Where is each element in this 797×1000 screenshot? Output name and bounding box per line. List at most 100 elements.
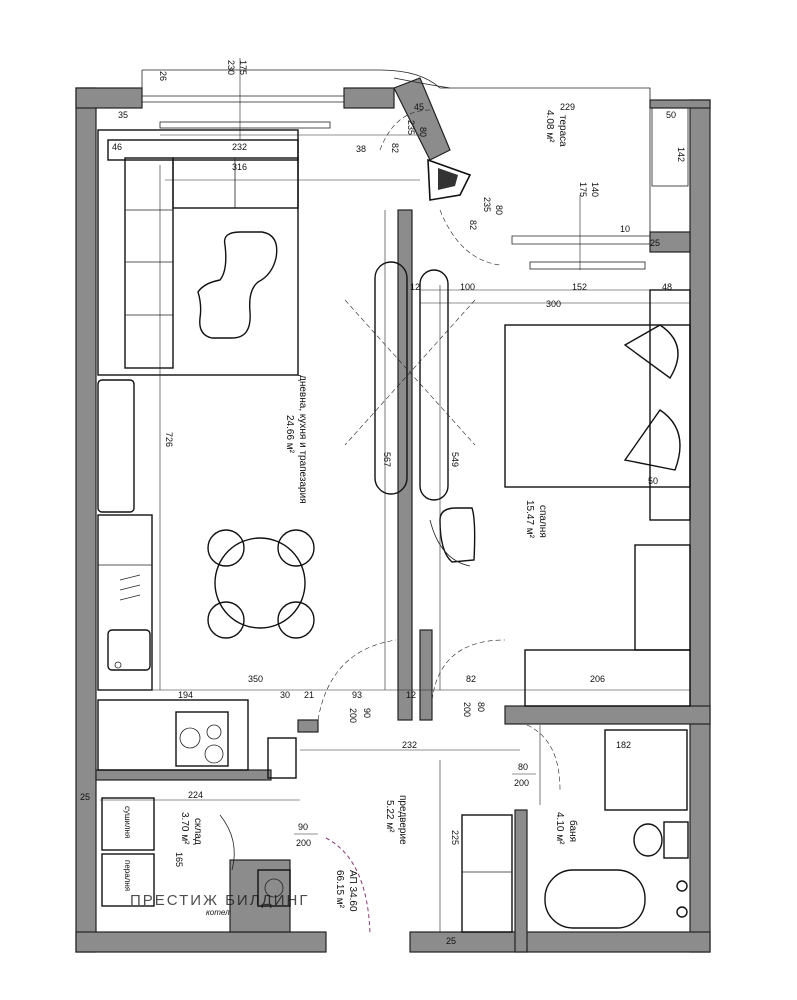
terrace-door-leaf <box>427 158 472 201</box>
bedroom-name: спалня <box>537 505 548 538</box>
dim-82a: 82 <box>390 143 400 153</box>
wall-living-bedroom <box>397 209 413 721</box>
dimension-texts: 230 175 26 45 229 50 35 232 46 316 38 82… <box>80 60 686 946</box>
terrace-unit <box>651 107 689 187</box>
storage-door-swing <box>219 814 235 871</box>
wall-bay-corner <box>393 77 451 161</box>
dryer-label: сушилня <box>123 806 132 838</box>
dining-chair-2 <box>277 529 315 567</box>
window-sill-east <box>511 235 651 245</box>
bed <box>504 324 691 488</box>
hall-name: предверие <box>397 795 408 845</box>
walls <box>75 77 711 953</box>
bath-name: баня <box>567 820 579 842</box>
dim-140: 140 <box>590 182 600 197</box>
dim-300: 300 <box>546 299 561 309</box>
dim-12b: 12 <box>406 690 416 700</box>
dim-152: 152 <box>572 282 587 292</box>
living-furniture <box>97 129 476 691</box>
door-terrace-swing-1 <box>379 109 431 151</box>
dining-chair-3 <box>207 601 245 639</box>
dim-232a: 232 <box>232 142 247 152</box>
hall-wardrobe <box>461 814 513 933</box>
dim-80d: 80 <box>518 762 528 772</box>
apartment-area: 66.15 м² <box>334 870 345 909</box>
wall-north-mid <box>343 87 395 109</box>
windows <box>141 69 689 270</box>
panel-diag-2 <box>344 299 476 446</box>
wall-south-left <box>75 931 327 953</box>
washer-label: пералня <box>123 860 132 891</box>
terrace-name: тераса <box>557 115 568 147</box>
dim-350: 350 <box>248 674 263 684</box>
dim-549: 549 <box>450 452 460 467</box>
dim-48: 48 <box>662 282 672 292</box>
apartment-id: АП 34.60 <box>347 870 358 912</box>
dim-235a: 235 <box>406 120 416 135</box>
wall-south-right <box>409 931 711 953</box>
dim-235b: 235 <box>482 197 492 212</box>
sofa-seat-left <box>124 157 174 369</box>
dim-567: 567 <box>382 452 392 467</box>
dim-10a: 10 <box>620 224 630 234</box>
dim-90a: 90 <box>362 708 372 718</box>
doors <box>317 109 561 936</box>
kitchen-lower-counter <box>97 699 249 771</box>
washer-box <box>101 853 155 907</box>
dim-93: 93 <box>352 690 362 700</box>
dim-25c: 25 <box>446 936 456 946</box>
dim-45: 45 <box>414 102 424 112</box>
dim-182: 182 <box>616 740 631 750</box>
coffee-table <box>197 231 278 339</box>
terrace-curve <box>393 77 451 89</box>
living-room-area: 24.66 м² <box>284 415 295 454</box>
wall-north-left <box>75 87 143 109</box>
dim-90b: 90 <box>298 822 308 832</box>
boiler-label: котел <box>206 908 230 917</box>
dish-rack <box>119 574 141 601</box>
dim-142: 142 <box>676 147 686 162</box>
dining-table <box>214 537 306 629</box>
sliding-panel-left <box>374 261 408 495</box>
dim-30: 30 <box>280 690 290 700</box>
door-bath-swing <box>526 724 561 791</box>
wardrobe <box>634 544 691 651</box>
kitchen-counter <box>97 514 153 691</box>
burner-2 <box>206 724 222 740</box>
dim-165: 165 <box>174 852 184 867</box>
pillow-2 <box>623 409 681 471</box>
room-labels: дневна, кухня и трапезария 24.66 м² спал… <box>123 110 579 917</box>
cooktop <box>175 711 229 767</box>
wall-west <box>75 87 97 953</box>
door-bedroom-swing <box>431 639 506 701</box>
sink-drain <box>114 661 122 669</box>
dim-25b: 25 <box>80 792 90 802</box>
dim-232b: 232 <box>402 740 417 750</box>
dim-194: 194 <box>178 690 193 700</box>
dimension-lines <box>100 58 690 932</box>
wall-boiler-block <box>229 859 291 933</box>
dim-200c: 200 <box>514 778 529 788</box>
dim-25a: 25 <box>650 238 660 248</box>
burner-3 <box>204 744 224 764</box>
dim-200b: 200 <box>462 702 472 717</box>
dim-50b: 50 <box>648 476 658 486</box>
dining-chair-4 <box>277 601 315 639</box>
dim-21: 21 <box>304 690 314 700</box>
window-sill-bedroom <box>529 261 646 270</box>
watermark: ПРЕСТИЖ БИЛДИНГ <box>130 892 309 909</box>
toilet <box>633 823 663 857</box>
terrace-area: 4.08 м² <box>544 110 555 143</box>
boiler-circle <box>264 878 284 898</box>
dim-230: 230 <box>226 60 236 75</box>
dim-46: 46 <box>112 142 122 152</box>
wall-east <box>689 99 711 953</box>
dim-80a: 80 <box>418 127 428 137</box>
dim-35: 35 <box>118 110 128 120</box>
dim-80c: 80 <box>476 702 486 712</box>
pillow-1 <box>623 324 679 380</box>
chair-swing <box>429 519 471 567</box>
dim-50a: 50 <box>666 110 676 120</box>
desk-chair <box>439 507 476 563</box>
terrace-outline <box>141 69 651 100</box>
